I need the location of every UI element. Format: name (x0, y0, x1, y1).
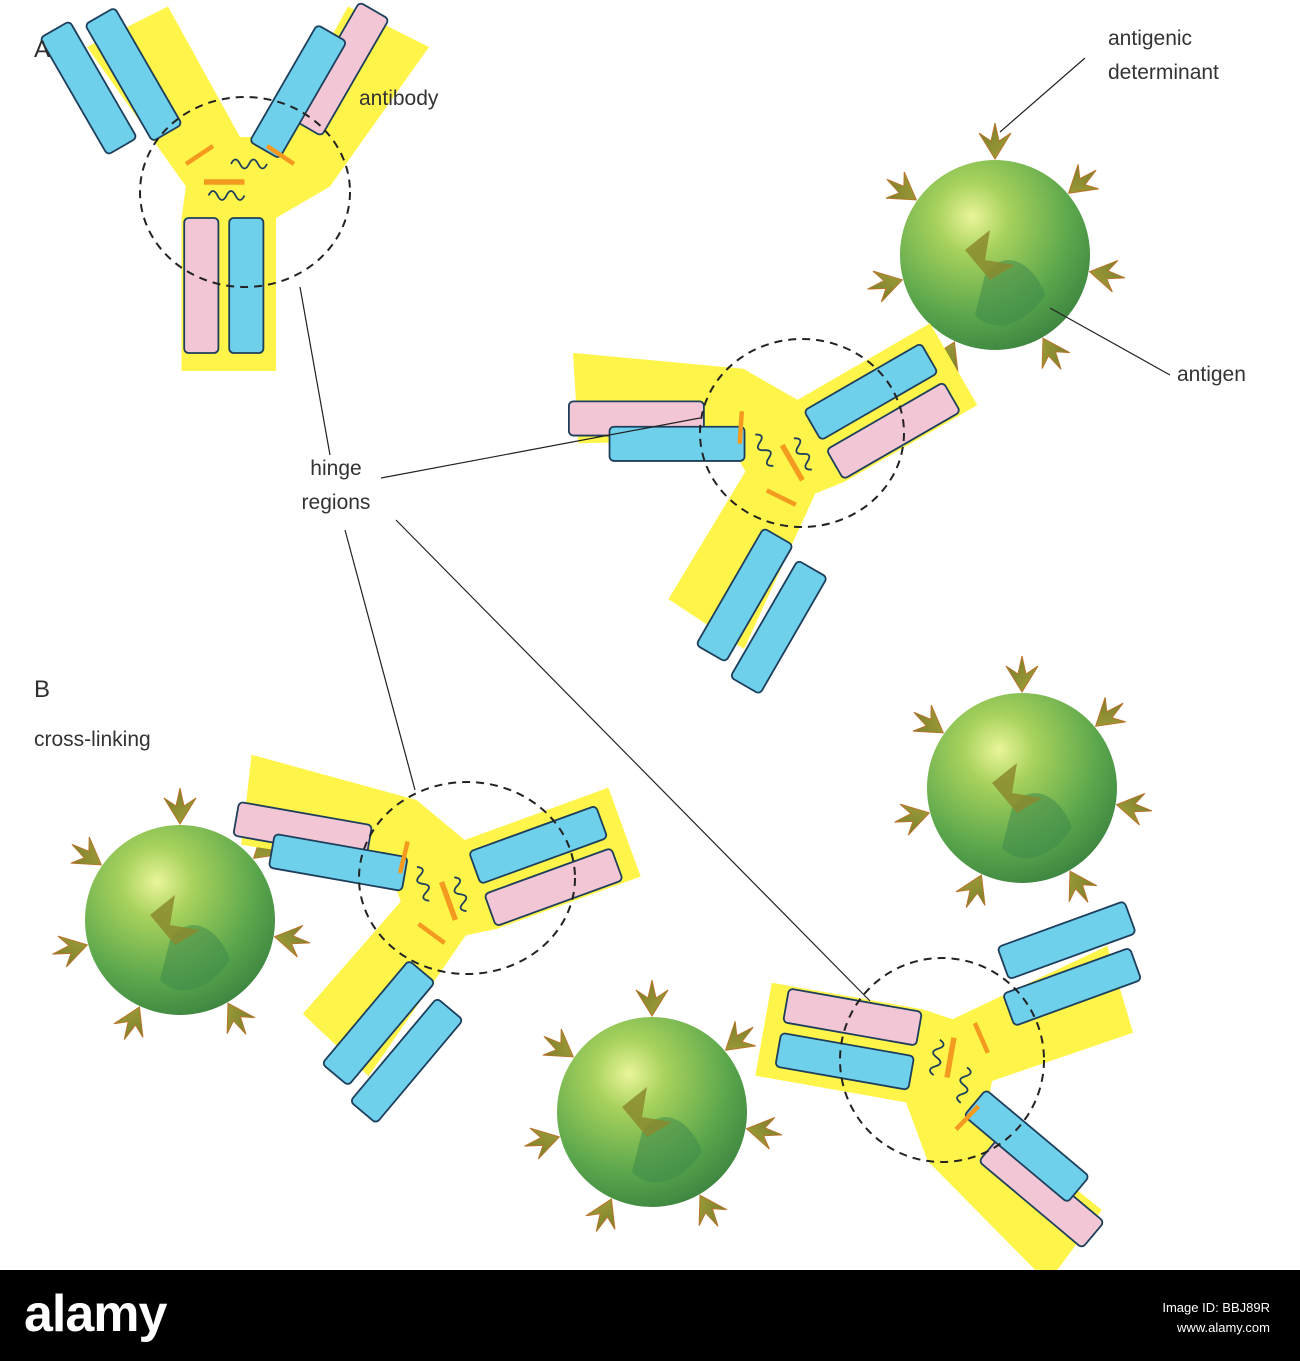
hinge-circle-b2 (839, 957, 1045, 1163)
hinge-circle-b1 (358, 781, 576, 975)
antibody-label: antibody (359, 87, 439, 110)
antigenic-label-line1: antigenic (1108, 27, 1193, 50)
determinant-label-line2: determinant (1108, 61, 1219, 84)
antigen-b2 (520, 980, 784, 1238)
panel-b-letter: B (34, 676, 51, 703)
panel-a-letter: A (34, 36, 51, 63)
hinge-circle-a1 (139, 96, 351, 288)
image-id-text: Image ID: BBJ89R (1162, 1300, 1270, 1315)
antigen-b3 (890, 656, 1154, 914)
antibody-a-free (40, 2, 429, 371)
alamy-logo: alamy (24, 1285, 167, 1343)
watermark-meta: Image ID: BBJ89R www.alamy.com (1162, 1298, 1270, 1338)
cross-linking-label: cross-linking (34, 728, 151, 751)
antigen-label: antigen (1177, 363, 1246, 386)
antibody-diagram (0, 0, 1171, 1270)
hinge-circle-a2 (699, 338, 905, 528)
site-url-text: www.alamy.com (1177, 1320, 1270, 1335)
watermark-footer: alamy Image ID: BBJ89R www.alamy.com (0, 1270, 1300, 1361)
antibody-b2 (729, 843, 1160, 1270)
leader-lines (299, 57, 1171, 1002)
hinge-label-line1: hinge (310, 457, 362, 480)
hinge-label-line2: regions (301, 491, 371, 514)
